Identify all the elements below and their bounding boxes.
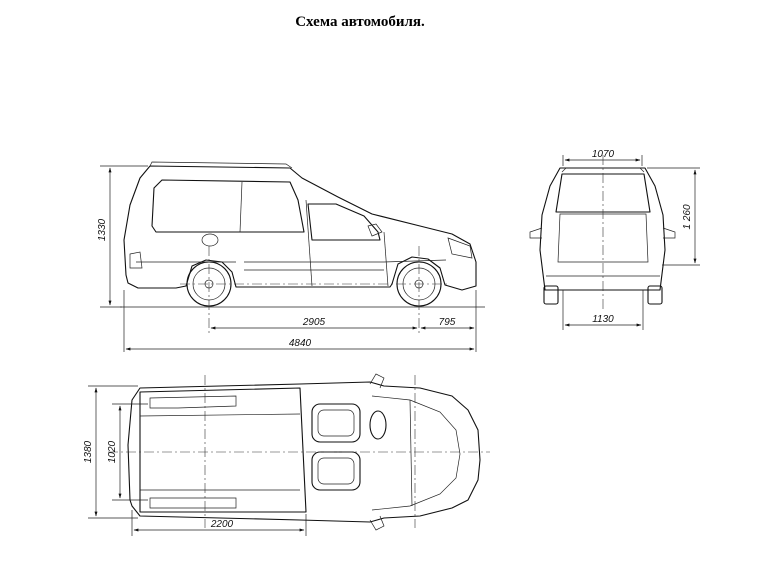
side-body-outline: [123, 165, 477, 291]
dim-rear-height: 1 260: [682, 204, 693, 229]
rear-left-mirror: [529, 227, 543, 239]
dim-cargo-length: 2200: [210, 519, 234, 530]
dim-cargo-width: 1380: [83, 440, 94, 463]
top-front-seats: [311, 403, 361, 491]
rear-left-tyre: [543, 285, 559, 305]
dim-height: 1330: [97, 218, 108, 241]
page-title: Схема автомобиля.: [295, 14, 425, 30]
dim-rear-track: 1130: [592, 314, 614, 325]
dim-cargo-width-inner: 1020: [107, 440, 118, 463]
top-left-mirror: [369, 373, 385, 389]
rear-body-outline: [539, 167, 666, 291]
top-body-outline: [127, 381, 481, 523]
dim-rear-overhang: 795: [439, 317, 456, 328]
top-steering-wheel: [369, 410, 387, 440]
dim-roof-width: 1070: [592, 149, 615, 160]
side-mirror: [367, 223, 383, 237]
side-rear-window: [151, 179, 305, 233]
rear-view: 1070 1 260 1130: [529, 149, 700, 330]
top-cargo-area: [139, 387, 307, 513]
side-front-window: [307, 203, 381, 241]
top-view: 1380 1020 2200: [83, 373, 490, 536]
dim-overall-length: 4840: [289, 338, 312, 349]
rear-right-mirror: [662, 227, 676, 239]
top-right-mirror: [369, 515, 385, 531]
fuel-cap: [201, 233, 219, 247]
dim-wheelbase: 2905: [302, 317, 326, 328]
rear-right-tyre: [647, 285, 663, 305]
headlight: [447, 237, 473, 259]
side-view: 1330 2905 795 4840: [97, 161, 485, 352]
rear-window: [555, 173, 651, 213]
